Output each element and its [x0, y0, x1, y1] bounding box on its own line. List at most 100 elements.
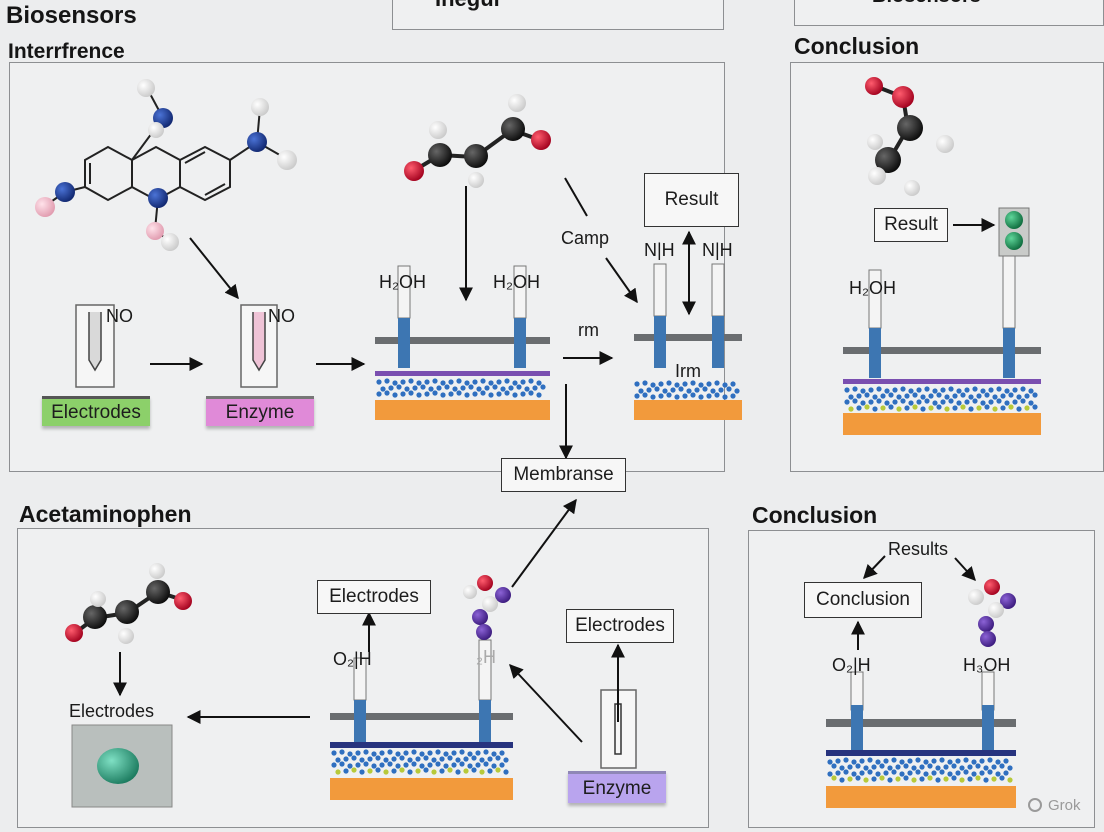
bead [634, 393, 640, 399]
bead [896, 394, 902, 400]
bead [856, 393, 862, 399]
bead [471, 755, 477, 761]
bead [852, 386, 858, 392]
bead [1016, 406, 1022, 412]
bead [335, 769, 341, 775]
biosensor-conclusion-top [843, 255, 1041, 435]
bead [987, 757, 993, 763]
bead [468, 384, 474, 390]
bead [852, 398, 858, 404]
bead [642, 380, 648, 386]
bead [463, 768, 469, 774]
bead [1020, 386, 1026, 392]
bead [967, 776, 973, 782]
label-rm: rm [578, 320, 599, 340]
bead [988, 399, 994, 405]
bead [907, 758, 913, 764]
bead [864, 404, 870, 410]
bead [948, 386, 954, 392]
arrow-results-left [863, 555, 886, 580]
bead [895, 764, 901, 770]
biosensor-center [375, 265, 550, 420]
bead [939, 769, 945, 775]
bead [972, 386, 978, 392]
bead [714, 392, 720, 398]
bead [883, 758, 889, 764]
bead [416, 380, 422, 386]
sample-tube-enzyme [240, 304, 278, 388]
bead [427, 750, 433, 756]
bead [734, 388, 740, 394]
bead [400, 379, 406, 385]
bead [432, 390, 438, 396]
bead [455, 769, 461, 775]
bead [384, 378, 390, 384]
bead [407, 769, 413, 775]
bead [980, 400, 986, 406]
bead-layer-acetaminophen [331, 749, 509, 775]
bead [654, 386, 660, 392]
bead [423, 767, 429, 773]
bead [839, 777, 845, 783]
bead [851, 759, 857, 765]
bead [536, 392, 542, 398]
bead [1016, 394, 1022, 400]
bead [503, 757, 509, 763]
label-h2oh-left: H₂OH [379, 272, 426, 292]
bead [682, 381, 688, 387]
bead [435, 761, 441, 767]
bead [483, 761, 489, 767]
bead [875, 759, 881, 765]
membranse-box: Membranse [501, 458, 626, 492]
bead [839, 765, 845, 771]
bead [940, 387, 946, 393]
bead [407, 757, 413, 763]
bead [536, 380, 542, 386]
bead [475, 750, 481, 756]
bead [940, 399, 946, 405]
bead [847, 764, 853, 770]
bead [451, 750, 457, 756]
bead [935, 777, 941, 783]
bead [415, 768, 421, 774]
bead [1008, 404, 1014, 410]
bead [487, 768, 493, 774]
bead [915, 757, 921, 763]
bead [872, 406, 878, 412]
bead [856, 405, 862, 411]
bead [423, 755, 429, 761]
bead [496, 391, 502, 397]
bead [912, 404, 918, 410]
bead [464, 380, 470, 386]
bead [698, 394, 704, 400]
bead [1028, 388, 1034, 394]
bead [376, 391, 382, 397]
bead [391, 768, 397, 774]
bead [879, 775, 885, 781]
bead [379, 750, 385, 756]
bead [391, 756, 397, 762]
bead [979, 758, 985, 764]
label-no-2: NO [268, 306, 295, 326]
bead [947, 771, 953, 777]
bead [439, 768, 445, 774]
bead [480, 378, 486, 384]
label-o2h-acet: O₂|H [333, 649, 372, 669]
bead [363, 761, 369, 767]
bead [831, 775, 837, 781]
bead [455, 757, 461, 763]
bead [331, 750, 337, 756]
bead [835, 758, 841, 764]
bead [726, 386, 732, 392]
bead [447, 767, 453, 773]
bead [991, 776, 997, 782]
bead [860, 400, 866, 406]
bead [524, 386, 530, 392]
bead [702, 386, 708, 392]
bead [984, 404, 990, 410]
bead [658, 393, 664, 399]
bead [436, 385, 442, 391]
bead [952, 405, 958, 411]
bead [920, 394, 926, 400]
bead [395, 751, 401, 757]
